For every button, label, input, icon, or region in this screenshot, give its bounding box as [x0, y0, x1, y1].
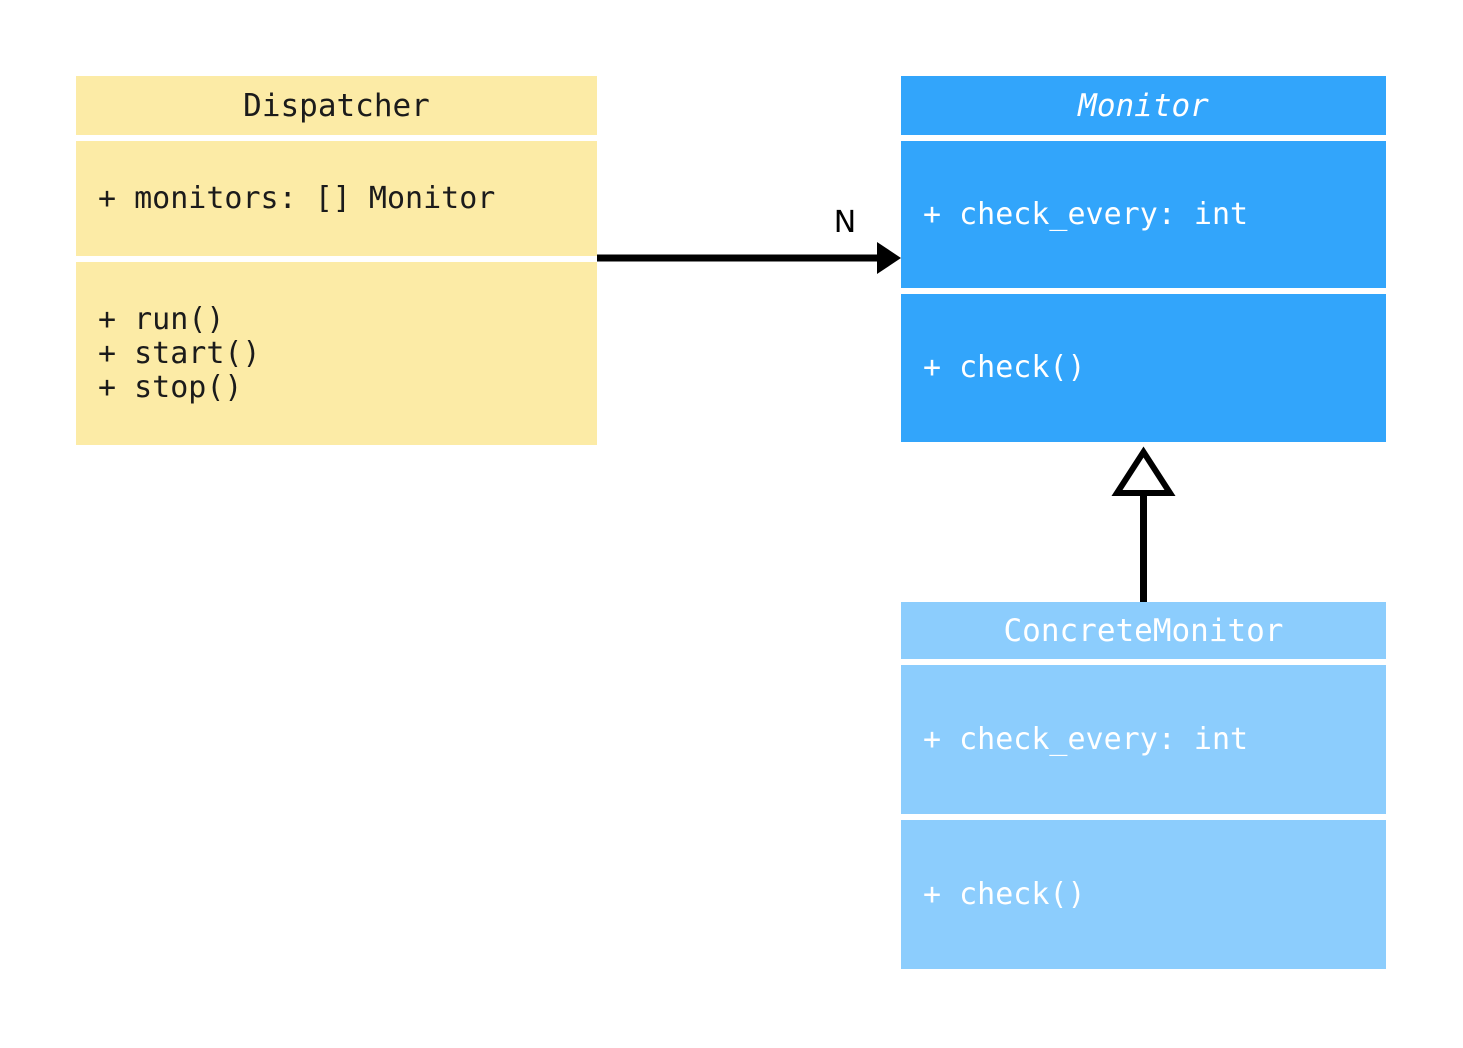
attribute-row: + check_every: int — [923, 196, 1249, 232]
method-row: + run() — [98, 301, 225, 337]
association-edge-dispatcher-monitor — [597, 242, 901, 274]
class-header-concretemonitor: ConcreteMonitor — [901, 602, 1386, 659]
class-name-monitor: Monitor — [1078, 87, 1209, 124]
method-row: + stop() — [98, 369, 243, 405]
hollow-triangle-arrowhead-icon — [1111, 446, 1176, 496]
method-row: + check() — [923, 876, 1086, 912]
generalization-edge-concretemonitor-monitor — [1111, 446, 1176, 602]
class-methods-concretemonitor: + check() — [901, 820, 1386, 969]
class-attributes-concretemonitor: + check_every: int — [901, 665, 1386, 814]
class-box-concretemonitor[interactable]: ConcreteMonitor + check_every: int + che… — [901, 602, 1386, 969]
method-row: + start() — [98, 335, 261, 371]
class-header-dispatcher: Dispatcher — [76, 76, 597, 135]
class-attributes-monitor: + check_every: int — [901, 141, 1386, 288]
class-box-monitor[interactable]: Monitor + check_every: int + check() — [901, 76, 1386, 442]
solid-arrowhead-icon — [877, 242, 901, 274]
class-name-concretemonitor: ConcreteMonitor — [1003, 612, 1284, 649]
method-row: + check() — [923, 350, 1086, 385]
class-attributes-dispatcher: + monitors: [] Monitor — [76, 141, 597, 256]
attribute-row: + monitors: [] Monitor — [98, 180, 496, 216]
class-methods-monitor: + check() — [901, 294, 1386, 442]
class-header-monitor: Monitor — [901, 76, 1386, 135]
association-multiplicity-label: N — [833, 205, 857, 240]
class-methods-dispatcher: + run() + start() + stop() — [76, 262, 597, 445]
class-name-dispatcher: Dispatcher — [243, 87, 430, 124]
class-box-dispatcher[interactable]: Dispatcher + monitors: [] Monitor + run(… — [76, 76, 597, 445]
attribute-row: + check_every: int — [923, 721, 1249, 757]
